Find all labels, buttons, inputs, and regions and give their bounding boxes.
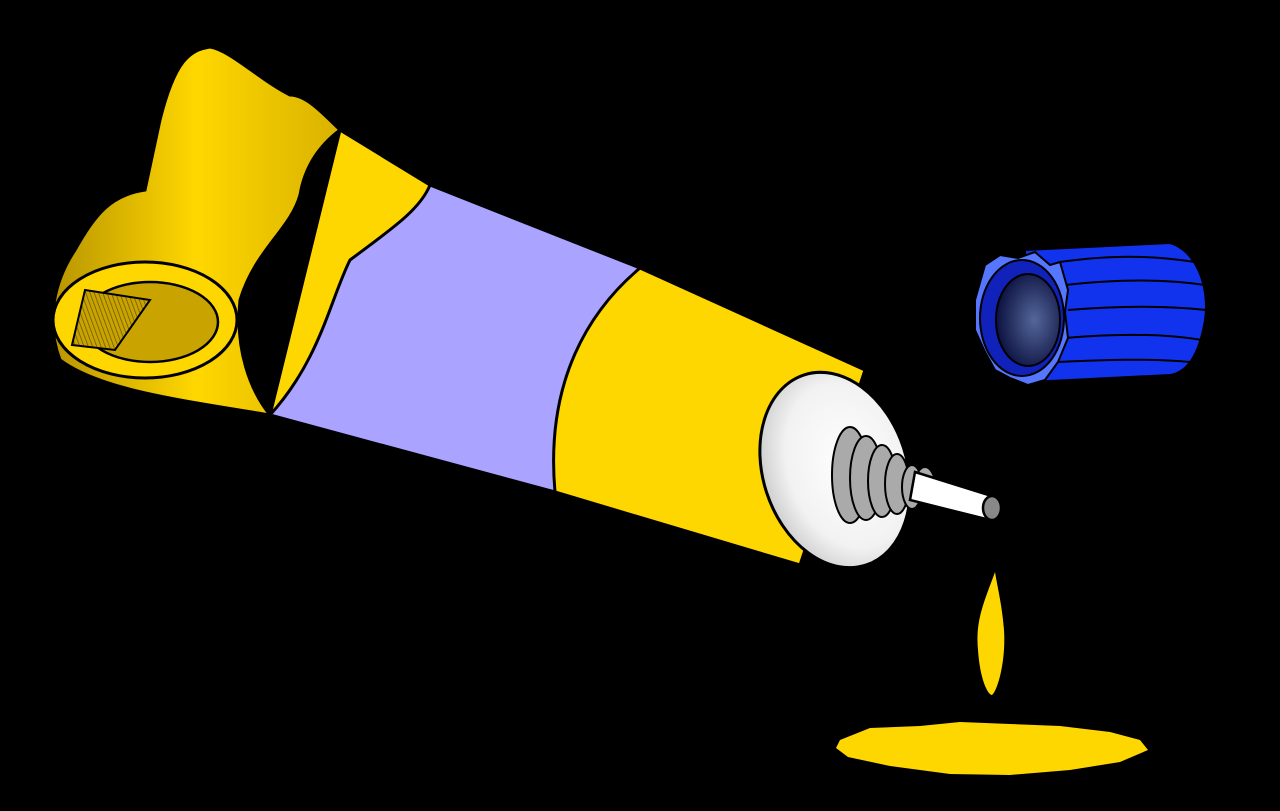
glue-drop <box>977 572 1005 695</box>
nozzle-opening <box>981 494 1003 522</box>
glue-puddle <box>836 722 1148 775</box>
tube-label-band <box>267 183 643 495</box>
nozzle-tip <box>908 470 997 522</box>
cap-ridges <box>1057 255 1208 363</box>
tube-seam-hatch <box>70 288 152 352</box>
tube-cap <box>974 241 1208 387</box>
cap-inner <box>995 273 1061 367</box>
cap-body <box>1023 241 1207 384</box>
